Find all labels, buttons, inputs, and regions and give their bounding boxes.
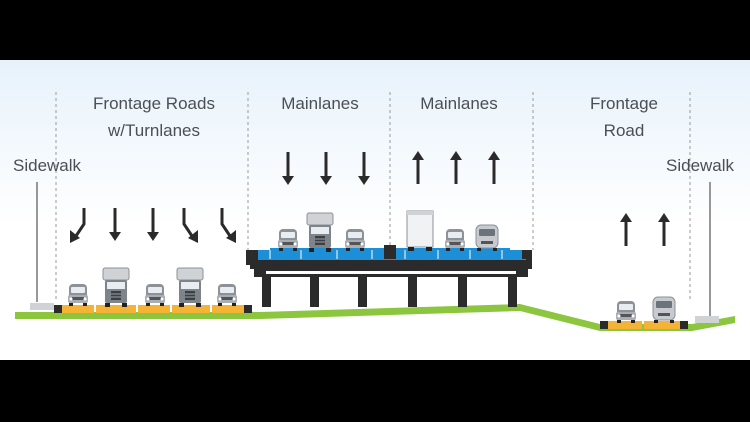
sidewalk-right-label: Sidewalk [666,156,735,175]
mainlanes-left-label: Mainlanes [281,94,359,113]
frontage-road-label: Frontage Road [568,90,680,144]
frontage-roads-label: Frontage Roads w/Turnlanes [66,90,242,144]
semi-truck-icon [306,212,334,253]
arrow-down-icon [356,150,372,187]
car-icon [145,284,165,306]
turn-left-arrow-icon [70,208,86,243]
car-icon [217,284,237,306]
arrow-down-icon [318,150,334,187]
mainlanes-right-label: Mainlanes [420,94,498,113]
frontage-lanes-right [600,321,688,329]
arrow-down-icon [145,206,161,243]
car-icon [278,229,298,251]
turn-right-arrow-icon [182,208,198,243]
frontage-road-label-line1: Frontage [589,94,659,113]
cross-section-drawing [15,92,735,331]
section-dividers [55,92,691,300]
van-icon [475,224,499,252]
mainlanes-arrows [280,149,502,187]
arrow-down-icon [107,206,123,243]
arrow-down-icon [280,150,296,187]
car-icon [345,229,365,251]
arrow-up-icon [410,149,426,186]
frontage-left-arrows [70,206,236,243]
vehicles-frontage-right [616,296,676,324]
arrow-up-icon [486,149,502,186]
semi-truck-icon [176,267,204,308]
car-icon [616,301,636,323]
vehicles-frontage-left [68,267,237,308]
frontage-roads-label-line2: w/Turnlanes [108,121,200,140]
frontage-right-arrows [618,211,672,248]
sidewalk-right [695,316,719,323]
sidewalk-left [30,303,54,310]
frontage-road-label-line2: Road [603,121,645,140]
arrow-up-icon [656,211,672,248]
elevated-mainlanes-structure [246,245,532,307]
arrow-up-icon [448,149,464,186]
frontage-roads-label-line1: Frontage Roads [93,94,215,113]
van-icon [652,296,676,324]
car-icon [445,229,465,251]
box-truck-icon [406,210,434,252]
car-icon [68,284,88,306]
sidewalk-left-label: Sidewalk [13,156,82,175]
arrow-up-icon [618,211,634,248]
turn-right-arrow-icon [220,208,236,243]
diagram-panel: Frontage Roads w/Turnlanes Mainlanes Mai… [0,60,750,360]
frontage-lanes-left [54,305,252,313]
semi-truck-icon [102,267,130,308]
